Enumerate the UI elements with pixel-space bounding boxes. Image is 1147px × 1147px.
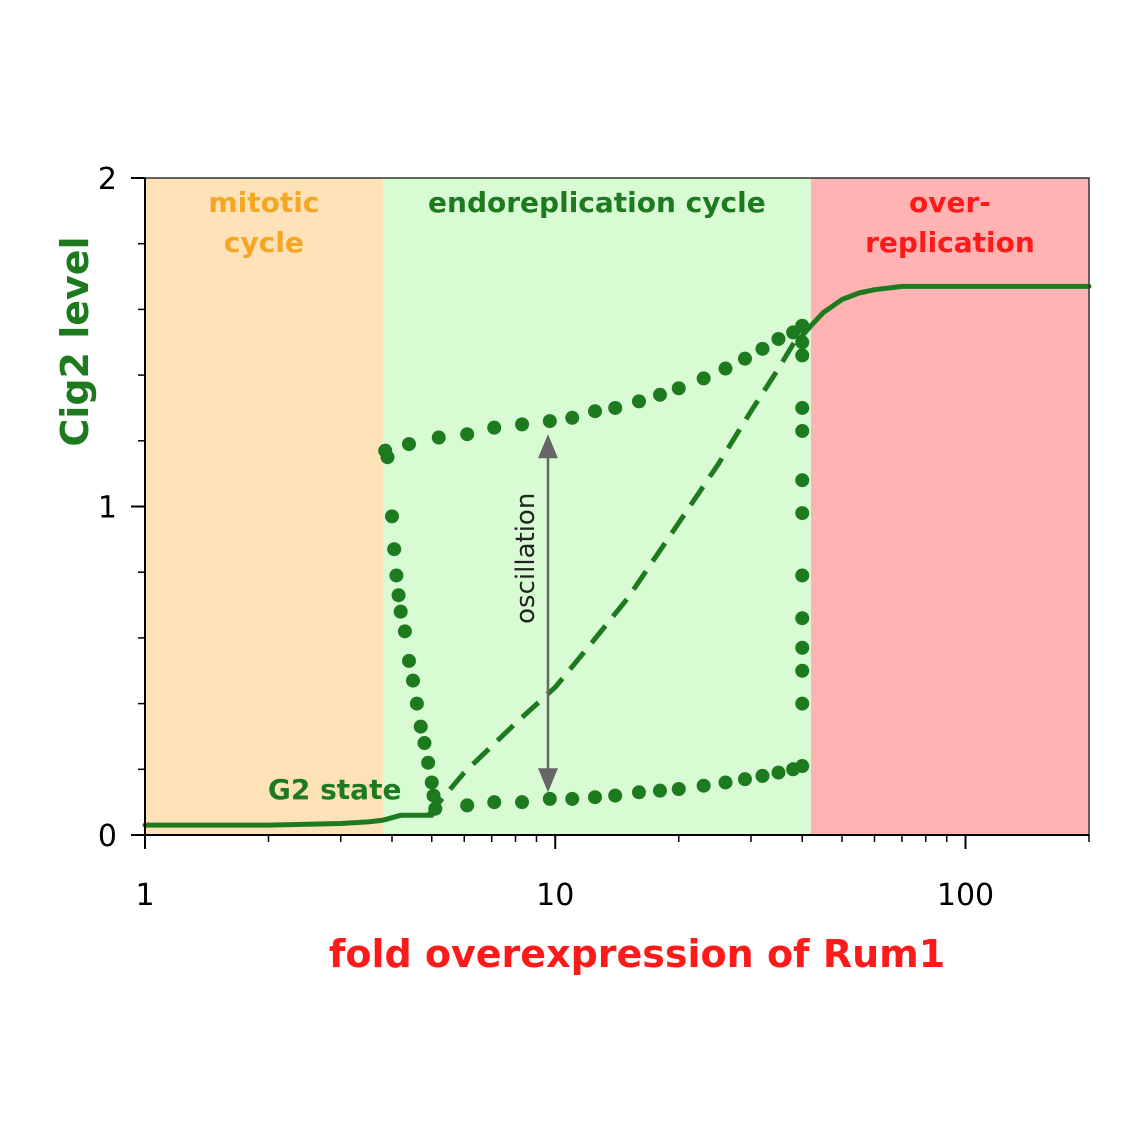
series-6-point [795,335,810,350]
series-3-point [424,775,439,790]
series-5-point [795,759,810,774]
y-tick-label: 0 [98,819,117,854]
region-label: replication [865,226,1035,259]
series-6-point [795,318,810,333]
x-tick-label: 1 [135,878,154,913]
series-4-point [588,404,603,419]
series-3-point [393,604,408,619]
annotations-layer: G2 state oscillation [268,434,558,806]
series-3-point [413,719,428,734]
oscillation-label: oscillation [511,493,541,624]
oscillation-arrow-head-down [537,768,558,793]
g2-state-label: G2 state [268,773,402,806]
series-5-point [671,782,686,797]
series-5-point [652,783,667,798]
region-label: endoreplication cycle [428,186,766,219]
series-1-line [799,283,1092,339]
series-3-point [389,568,404,583]
series-5-point [737,772,752,787]
region-label: over- [909,186,991,219]
series-3-point [391,588,406,603]
series-0-line [142,812,435,828]
series-3-point [384,509,399,524]
series-3-point [387,542,402,557]
series-3-point [405,673,420,688]
series-6-point [795,423,810,438]
region-band-2 [810,178,1089,835]
series-4-point [515,417,530,432]
series-5-point [608,788,623,803]
series-4-point [542,414,557,429]
series-4-point [652,387,667,402]
series-3-point [397,624,412,639]
series-4-point [631,394,646,409]
series-5-point [631,785,646,800]
region-band-1 [382,178,811,835]
series-2-line [426,327,805,817]
y-tick-label: 1 [98,491,117,526]
series-4-point [755,341,770,356]
series-3-point [417,736,432,751]
series-3-point [426,788,441,803]
series-3-point [409,696,424,711]
series-4-point [487,420,502,435]
series-4-point [718,361,733,376]
series-6-point [795,473,810,488]
series-layer [142,283,1092,828]
series-4-point [401,437,416,452]
series-6-point [795,696,810,711]
series-4-point [460,427,475,442]
series-6-point [795,348,810,363]
series-5-point [755,768,770,783]
series-5-point [696,778,711,793]
series-5-point [542,791,557,806]
series-4-point [431,430,446,445]
series-3-point [421,755,436,770]
x-tick-label: 10 [536,878,574,913]
series-4-point [737,351,752,366]
series-6-point [795,640,810,655]
series-3-point [428,801,443,816]
series-4-point [696,371,711,386]
series-5-point [588,790,603,805]
x-axis-title: fold overexpression of Rum1 [329,932,945,976]
y-axis-title: Cig2 level [53,236,97,446]
series-5-point [487,795,502,810]
region-label: cycle [224,226,304,259]
y-tick-label: 2 [98,162,117,197]
series-5-point [565,791,580,806]
series-6-point [795,568,810,583]
series-3-point [401,653,416,668]
series-4-point [608,400,623,415]
series-4-point [671,381,686,396]
series-4-point [565,410,580,425]
region-label: mitotic [208,186,319,219]
regions-layer: mitotic cycle endoreplication cycle over-re… [145,178,1089,835]
oscillation-arrow-head-up [537,434,558,459]
series-5-point [718,775,733,790]
series-5-point [460,798,475,813]
series-4-point [771,331,786,346]
series-5-point [515,795,530,810]
x-tick-label: 100 [937,878,994,913]
series-6-point [795,611,810,626]
series-6-point [795,506,810,521]
series-6-point [795,400,810,415]
series-6-point [795,663,810,678]
series-3-point [380,450,395,465]
series-5-point [771,765,786,780]
region-band-0 [145,178,383,835]
